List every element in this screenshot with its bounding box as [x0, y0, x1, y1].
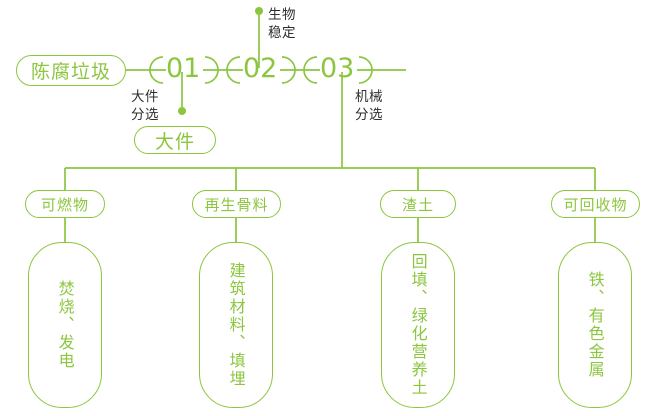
- branch-category-3: 渣土: [401, 195, 434, 214]
- arc-01-right: [204, 56, 219, 84]
- arc-02-left: [226, 56, 241, 84]
- arc-01-left: [149, 56, 164, 84]
- dot-biostable-endpoint: [255, 7, 263, 15]
- source-label: 陈腐垃圾: [30, 61, 111, 83]
- annotation-03: 机械 分选: [355, 89, 383, 123]
- branch-detail-1: 焚烧、发电: [55, 280, 75, 370]
- arc-02-right: [281, 56, 296, 84]
- branch-category-4: 可回收物: [563, 195, 628, 214]
- annotation-02: 生物 稳定: [268, 7, 296, 41]
- branch-detail-3: 回填、绿化营养土: [408, 253, 428, 397]
- branch-pill-3[interactable]: 渣土: [380, 190, 456, 218]
- stage-number-02[interactable]: 02: [243, 53, 278, 84]
- intermediate-pill-daijian[interactable]: 大件: [134, 126, 216, 154]
- stage-number-01[interactable]: 01: [166, 53, 201, 84]
- annotation-01: 大件 分选: [131, 89, 159, 123]
- source-pill[interactable]: 陈腐垃圾: [16, 55, 126, 86]
- branch-pill-2[interactable]: 再生骨料: [192, 190, 281, 218]
- branch-category-2: 再生骨料: [204, 195, 269, 214]
- branch-box-1[interactable]: 焚烧、发电: [28, 242, 102, 408]
- branch-detail-2: 建筑材料、填埋: [226, 262, 246, 388]
- dot-daijian-endpoint: [178, 107, 186, 115]
- branch-pill-4[interactable]: 可回收物: [551, 190, 640, 218]
- branch-box-2[interactable]: 建筑材料、填埋: [199, 242, 273, 408]
- branch-box-4[interactable]: 铁、有色金属: [558, 242, 632, 408]
- arc-03-left: [303, 56, 318, 84]
- branch-detail-4: 铁、有色金属: [585, 271, 605, 379]
- branch-box-3[interactable]: 回填、绿化营养土: [381, 242, 455, 408]
- branch-pill-1[interactable]: 可燃物: [25, 190, 105, 218]
- arc-03-right: [358, 56, 373, 84]
- stage-number-03[interactable]: 03: [320, 53, 355, 84]
- branch-category-1: 可燃物: [40, 195, 89, 214]
- intermediate-label: 大件: [154, 130, 195, 153]
